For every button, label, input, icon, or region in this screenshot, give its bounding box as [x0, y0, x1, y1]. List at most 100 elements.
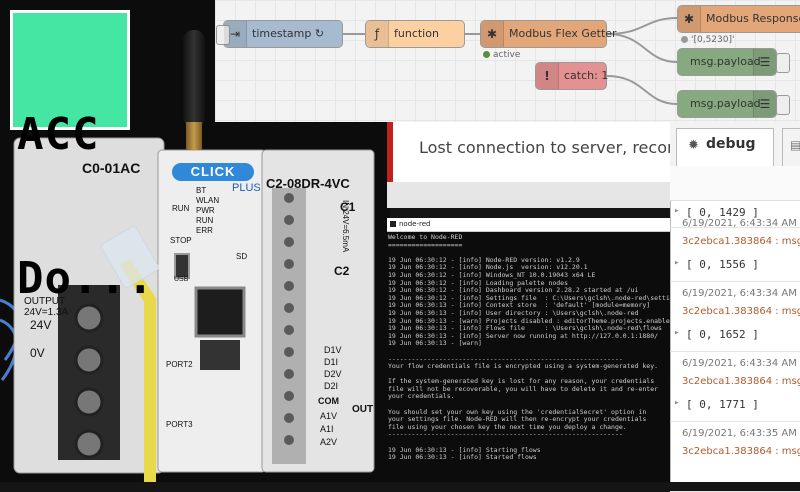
lost-connection-banner: Lost connection to server, reconnecting [387, 122, 737, 182]
inject-node[interactable]: ⇥ timestamp ↻ [216, 20, 343, 48]
tab-debug[interactable] [676, 128, 774, 166]
power-module-label: C0-01AC [82, 160, 141, 176]
console-line: You should set your own key using the 'c… [388, 407, 647, 416]
debug-toggle-2[interactable] [776, 95, 790, 115]
console-line: 19 Jun 06:30:13 - [info] Server now runn… [388, 331, 659, 340]
debug-message-source[interactable]: 3c2ebca1.383864 : msg [682, 376, 800, 387]
catch-node[interactable]: ! catch: 1 [535, 62, 609, 90]
click-logo: CLICK [172, 163, 254, 181]
sd-label: SD [236, 252, 248, 261]
console-line: 19 Jun 06:30:12 - [info] Settings file :… [388, 293, 694, 302]
status-dot-icon [681, 36, 688, 43]
click-plus-label: PLUS [232, 182, 261, 194]
book-icon: ▤ [790, 138, 800, 152]
debug-node-2[interactable]: msg.payload ☰ [677, 90, 790, 118]
port2-label: PORT2 [166, 360, 193, 369]
terminal-icon [390, 221, 396, 227]
flow-canvas[interactable]: ⇥ timestamp ↻ ƒ function ✱ Modbus Flex G… [215, 0, 800, 122]
cpu-led-list: BT WLAN PWR RUN ERR [196, 186, 219, 236]
antenna [183, 30, 205, 128]
tab-next[interactable] [782, 128, 800, 166]
debug-message[interactable]: 6/19/2021, 6:43:34 AM 3c2ebca1.383864 : m… [670, 282, 800, 352]
debug-message-time: 6/19/2021, 6:43:34 AM [682, 288, 797, 299]
inject-button[interactable] [216, 25, 230, 45]
console-titlebar: node-red [387, 218, 670, 232]
io-c1-label: C1 [340, 200, 356, 214]
io-a2v-label: A2V [320, 437, 338, 447]
console-line: 19 Jun 06:30:12 - [info] Node-RED versio… [388, 255, 580, 264]
flow-wires [343, 17, 678, 105]
console-line: 19 Jun 06:30:12 - [info] Node.js version… [388, 263, 588, 272]
console-line: 19 Jun 06:30:13 - [info] Starting flows [388, 445, 541, 454]
modbus-response-label: Modbus Response [706, 12, 800, 25]
led-run: RUN [196, 216, 214, 225]
debug-message-source[interactable]: 3c2ebca1.383864 : msg [682, 446, 800, 457]
inject-node-label: timestamp ↻ [252, 27, 325, 40]
acc-line-1: ACC [17, 109, 100, 160]
console-line: 19 Jun 06:30:13 - [info] Context store :… [388, 301, 651, 310]
io-d1i-label: D1I [324, 357, 339, 367]
antenna-connector [186, 122, 202, 150]
editor-background [387, 182, 670, 208]
debug-message[interactable]: 6/19/2021, 6:43:34 AM 3c2ebca1.383864 : m… [670, 212, 800, 282]
io-com-label: COM [318, 396, 339, 406]
modbus-response-node[interactable]: ✱ Modbus Response [677, 5, 800, 33]
console-line: 19 Jun 06:30:13 - [info] User directory … [388, 308, 639, 317]
modbus-status-text: active [493, 50, 521, 60]
console-line: Welcome to Node-RED [388, 233, 463, 241]
console-line: 19 Jun 06:30:13 - [warn] Projects disabl… [388, 316, 674, 325]
terminal-24v-label: 24V [30, 318, 52, 332]
io-d1v-label: D1V [324, 345, 342, 355]
debug-message[interactable]: ▸ [ 0, 1429 ] [670, 200, 800, 228]
function-icon: ƒ [366, 21, 389, 47]
debug-message-source[interactable]: 3c2ebca1.383864 : msg [682, 236, 800, 247]
modbus-response-status: '[0,5230]' [681, 35, 734, 45]
console-line: 19 Jun 06:30:13 - [warn] [388, 339, 482, 348]
debug-message-value: [ 0, 1429 ] [686, 206, 759, 219]
console-line: 19 Jun 06:30:12 - [info] Windows_NT 10.0… [388, 270, 596, 279]
led-bt: BT [196, 186, 207, 195]
io-terminal-screws [284, 193, 294, 445]
debug-node-2-label: msg.payload [690, 97, 761, 110]
debug-message-source[interactable]: 3c2ebca1.383864 : msg [682, 306, 800, 317]
expand-caret-icon[interactable]: ▸ [674, 398, 680, 408]
console-line: ----------------------------------------… [388, 430, 623, 439]
function-node-label: function [394, 27, 439, 40]
debug-node-1[interactable]: msg.payload ☰ [677, 48, 790, 76]
console-output: Welcome to Node-RED=================== 19… [388, 233, 694, 462]
expand-caret-icon[interactable]: ▸ [674, 328, 680, 338]
debug-message-value: [ 0, 1556 ] [686, 258, 759, 271]
debug-message-time: 6/19/2021, 6:43:34 AM [682, 218, 797, 229]
catch-node-label: catch: 1 [564, 69, 609, 82]
io-in-rating-label: IN 24V=6.5mA [341, 200, 350, 253]
io-c2-label: C2 [334, 264, 350, 278]
console-line: 19 Jun 06:30:13 - [info] Started flows [388, 453, 537, 462]
expand-caret-icon[interactable]: ▸ [674, 258, 680, 268]
console-line: 19 Jun 06:30:13 - [info] Flows file : \U… [388, 324, 662, 333]
console-line: Your flow credentials file is encrypted … [388, 362, 659, 371]
modbus-node-label: Modbus Flex Getter [509, 27, 617, 40]
console-line: your credentials. [388, 392, 455, 401]
function-node[interactable]: ƒ function [365, 20, 465, 48]
led-err: ERR [196, 226, 213, 235]
console-line: =================== [388, 240, 463, 249]
io-module-label: C2-08DR-4VC [266, 176, 350, 191]
debug-toggle-1[interactable] [776, 53, 790, 73]
run-switch-label: RUN [172, 204, 190, 213]
console-line: If the system-generated key is lost for … [388, 377, 655, 386]
expand-caret-icon[interactable]: ▸ [674, 206, 680, 216]
tab-debug-label: debug [706, 136, 756, 152]
modbus-status: active [483, 50, 520, 60]
console-line: ----------------------------------------… [388, 354, 623, 363]
modbus-icon: ✱ [481, 21, 504, 47]
lost-connection-text: Lost connection to server, reconnecting [419, 138, 737, 157]
debug-message-time: 6/19/2021, 6:43:35 AM [682, 428, 797, 439]
led-wlan: WLAN [196, 196, 220, 205]
led-pwr: PWR [196, 206, 215, 215]
io-out-label: OUT [352, 404, 374, 415]
io-d2i-label: D2I [324, 381, 339, 391]
debug-message-value: [ 0, 1771 ] [686, 398, 759, 411]
modbus-flex-getter-node[interactable]: ✱ Modbus Flex Getter [480, 20, 617, 48]
bug-icon: ✹ [688, 138, 699, 153]
